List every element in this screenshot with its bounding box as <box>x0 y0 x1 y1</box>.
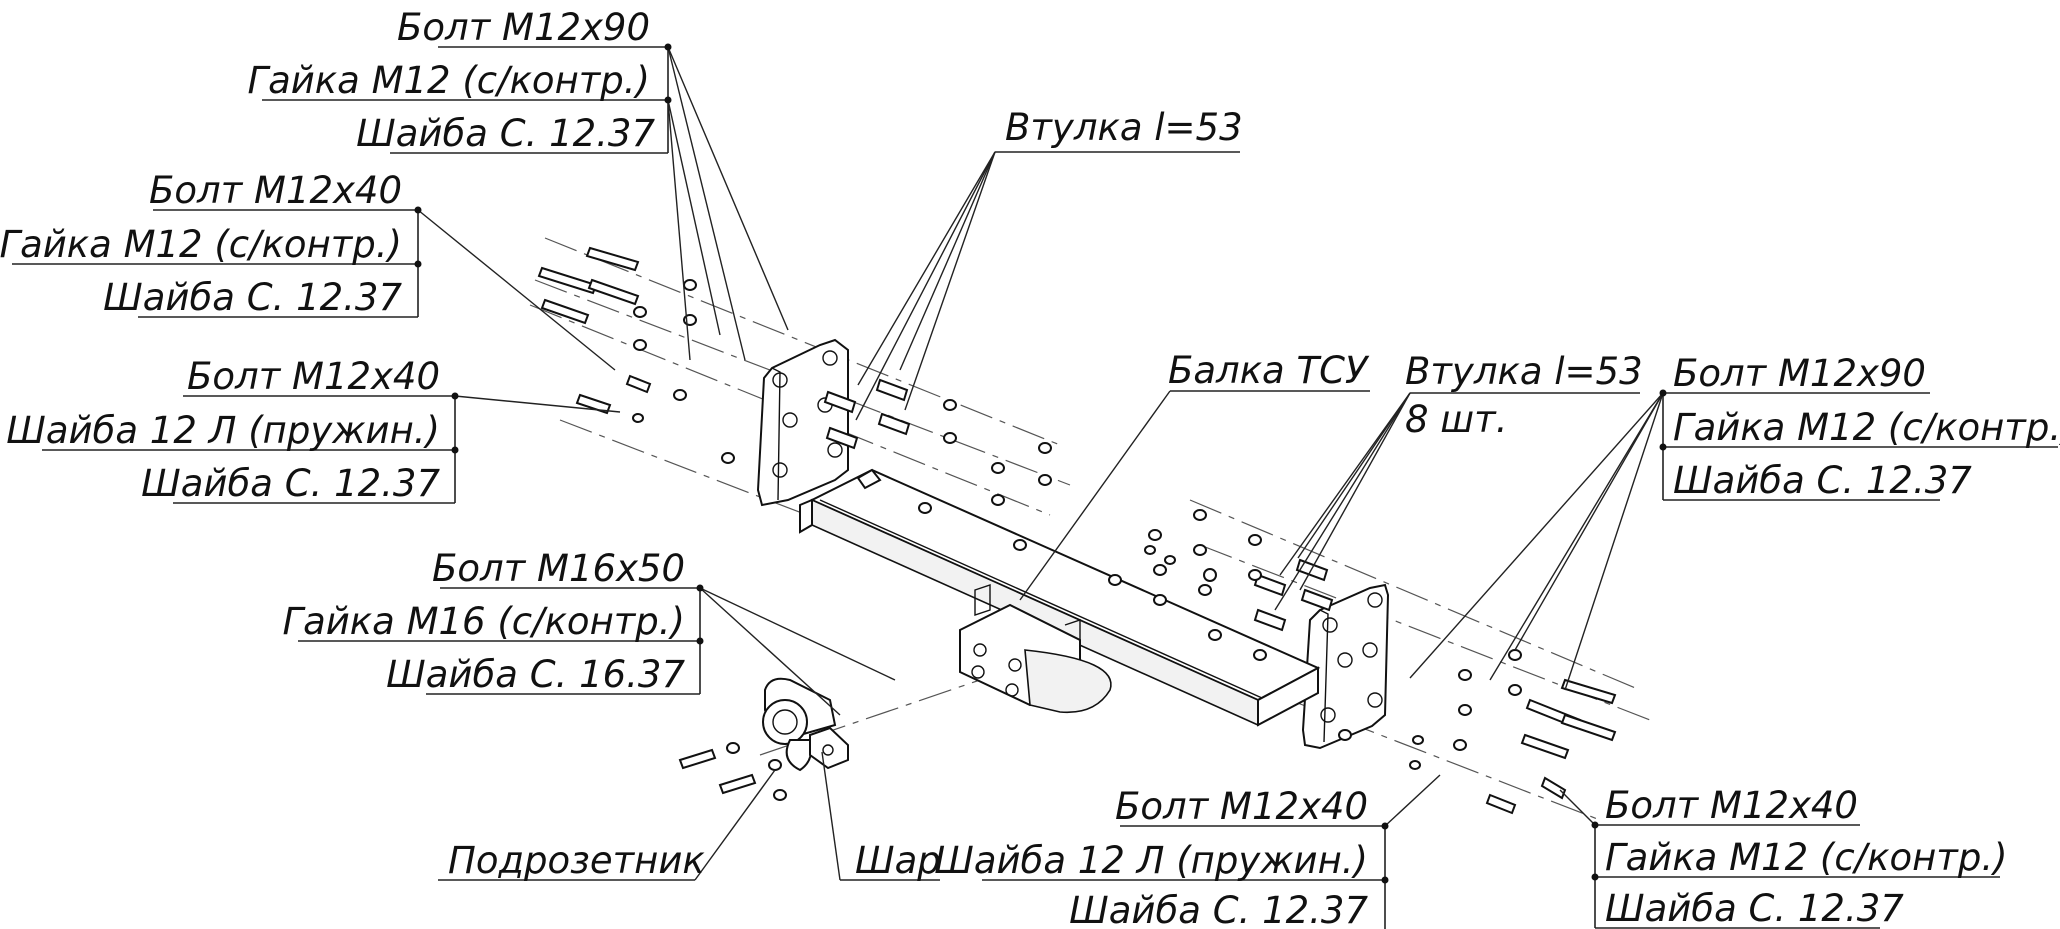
tow-ball <box>762 677 837 772</box>
label-low-left-spring-washer: Шайба 12 Л (пружин.) <box>6 409 440 452</box>
label-bottom-center-washer: Шайба С. 12.37 <box>1069 889 1368 929</box>
receiver-bracket <box>959 584 1112 714</box>
assembly-axes <box>529 237 1651 821</box>
label-mid-left-washer: Шайба С. 12.37 <box>103 276 402 319</box>
bolts <box>537 246 1617 815</box>
label-top-left-bolt: Болт М12х90 <box>397 6 650 49</box>
label-bottom-left-bolt: Болт М16х50 <box>432 547 685 590</box>
label-beam: Балка ТСУ <box>1168 349 1370 392</box>
nuts-and-washers <box>632 279 1522 801</box>
label-top-right-nut: Гайка М12 (с/контр.) <box>1673 406 2060 449</box>
label-bottom-left-nut: Гайка М16 (с/контр.) <box>282 600 685 643</box>
label-top-right-washer: Шайба С. 12.37 <box>1673 459 1972 502</box>
label-bottom-center-spring-washer: Шайба 12 Л (пружин.) <box>934 839 1368 882</box>
label-top-right-bolt: Болт М12х90 <box>1673 352 1926 395</box>
leader-lines <box>417 46 1664 881</box>
label-bushing-quantity: 8 шт. <box>1405 398 1507 441</box>
label-frames <box>12 43 2058 929</box>
label-mid-left-bolt: Болт М12х40 <box>149 169 402 212</box>
label-top-left-nut: Гайка М12 (с/контр.) <box>247 59 650 102</box>
label-bushing-mid: Втулка l=53 <box>1405 350 1643 393</box>
label-mid-left-nut: Гайка М12 (с/контр.) <box>0 223 402 266</box>
tow-beam <box>799 468 1321 727</box>
label-low-left-washer: Шайба С. 12.37 <box>141 462 440 505</box>
socket-plate <box>809 726 849 770</box>
label-bottom-center-bolt: Болт М12х40 <box>1115 785 1368 828</box>
label-socket-plate: Подрозетник <box>448 839 705 882</box>
label-ball: Шар <box>855 839 941 882</box>
label-bottom-right-bolt: Болт М12х40 <box>1605 784 1858 827</box>
left-bracket <box>756 338 849 507</box>
callout-labels: Болт М12х90 Гайка М12 (с/контр.) Шайба С… <box>0 6 2060 929</box>
label-bottom-right-nut: Гайка М12 (с/контр.) <box>1605 836 2008 879</box>
label-bottom-left-washer: Шайба С. 16.37 <box>386 653 685 696</box>
label-top-left-washer: Шайба С. 12.37 <box>356 112 655 155</box>
label-low-left-bolt: Болт М12х40 <box>187 355 440 398</box>
label-bottom-right-washer: Шайба С. 12.37 <box>1605 887 1904 929</box>
label-bushing-top: Втулка l=53 <box>1005 106 1243 149</box>
bushings <box>823 378 1334 632</box>
